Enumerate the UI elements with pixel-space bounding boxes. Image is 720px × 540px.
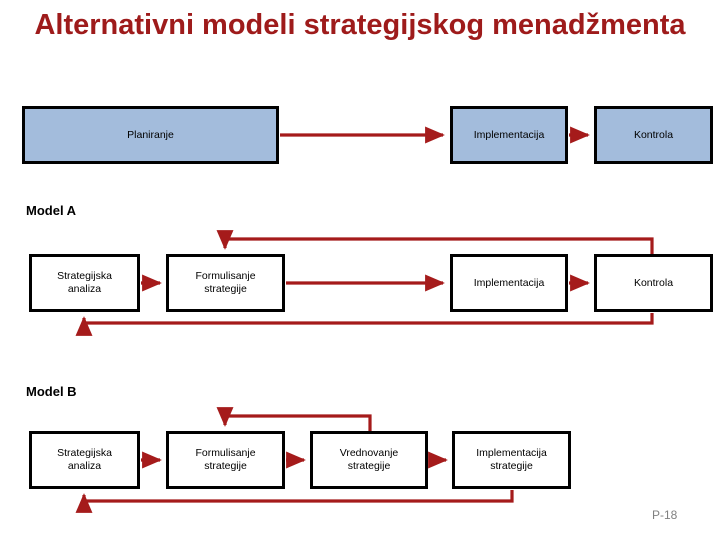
- box-b-implementacija-strategije[interactable]: Implementacija strategije: [452, 431, 571, 489]
- feedback-b-implementacija-to-analiza: [75, 490, 514, 513]
- box-b-strategijska-analiza-label: Strategijska analiza: [57, 447, 112, 472]
- page-title: Alternativni modeli strategijskog menadž…: [34, 9, 686, 41]
- box-planiranje-label: Planiranje: [127, 128, 174, 141]
- feedback-a-kontrola-to-analiza: [75, 313, 654, 336]
- box-planiranje[interactable]: Planiranje: [22, 106, 279, 164]
- box-b-implementacija-strategije-label: Implementacija strategije: [476, 447, 547, 472]
- section-label-model-a: Model A: [26, 203, 77, 218]
- box-b-strategijska-analiza[interactable]: Strategijska analiza: [29, 431, 140, 489]
- box-b-formulisanje-strategije[interactable]: Formulisanje strategije: [166, 431, 285, 489]
- box-a-formulisanje-strategije-label: Formulisanje strategije: [195, 270, 256, 295]
- box-implementacija-label: Implementacija: [473, 128, 545, 141]
- box-a-strategijska-analiza[interactable]: Strategijska analiza: [29, 254, 140, 312]
- box-a-kontrola[interactable]: Kontrola: [594, 254, 713, 312]
- box-b-vrednovanje-strategije-label: Vrednovanje strategije: [339, 447, 399, 472]
- box-implementacija[interactable]: Implementacija: [450, 106, 568, 164]
- box-a-implementacija-label: Implementacija: [473, 276, 545, 289]
- section-label-model-b: Model B: [26, 384, 77, 399]
- footer-page-number: P-18: [652, 508, 678, 522]
- box-a-strategijska-analiza-label: Strategijska analiza: [57, 270, 112, 295]
- box-b-formulisanje-strategije-label: Formulisanje strategije: [195, 447, 256, 472]
- box-b-vrednovanje-strategije[interactable]: Vrednovanje strategije: [310, 431, 428, 489]
- box-kontrola[interactable]: Kontrola: [594, 106, 713, 164]
- box-a-implementacija[interactable]: Implementacija: [450, 254, 568, 312]
- box-a-formulisanje-strategije[interactable]: Formulisanje strategije: [166, 254, 285, 312]
- feedback-b-vrednovanje-to-formulisanje: [216, 407, 372, 431]
- box-a-kontrola-label: Kontrola: [633, 276, 674, 289]
- box-kontrola-label: Kontrola: [633, 128, 674, 141]
- feedback-a-kontrola-to-formulisanje: [216, 230, 654, 254]
